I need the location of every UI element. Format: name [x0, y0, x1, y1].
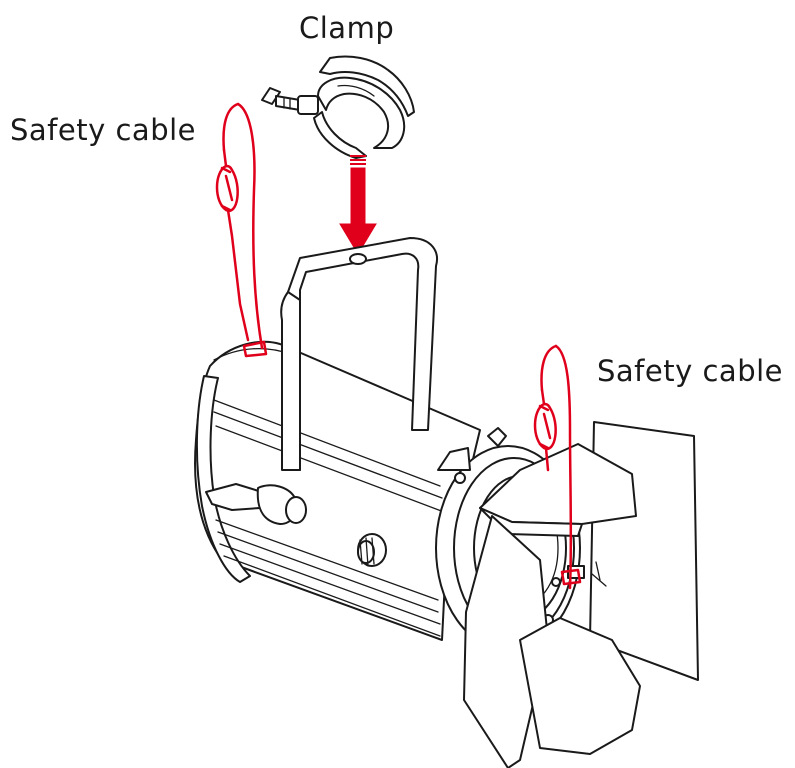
safety-cable-label-right: Safety cable [597, 354, 784, 388]
spotlight-illustration [194, 237, 699, 768]
down-arrow-icon [339, 155, 377, 255]
safety-cable-label-left: Safety cable [10, 113, 197, 147]
safety-cable-left [215, 102, 268, 358]
clamp-label: Clamp [299, 11, 395, 45]
clamp-illustration [261, 55, 415, 159]
safety-cable-right [533, 344, 582, 590]
